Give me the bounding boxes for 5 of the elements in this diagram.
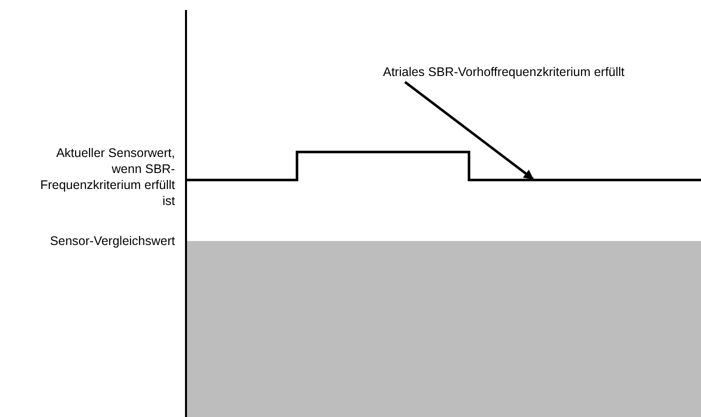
leader-arrow	[404, 81, 534, 180]
axis-label: Aktueller Sensorwert, wenn SBR-Frequenzkriterium erfüllt ist	[39, 145, 175, 209]
signal-trace	[186, 150, 701, 182]
axis-label: Sensor-Vergleichswert	[48, 233, 175, 249]
annotation-text: Atriales SBR-Vorhoffrequenzkriterium erfüllt	[383, 64, 625, 80]
